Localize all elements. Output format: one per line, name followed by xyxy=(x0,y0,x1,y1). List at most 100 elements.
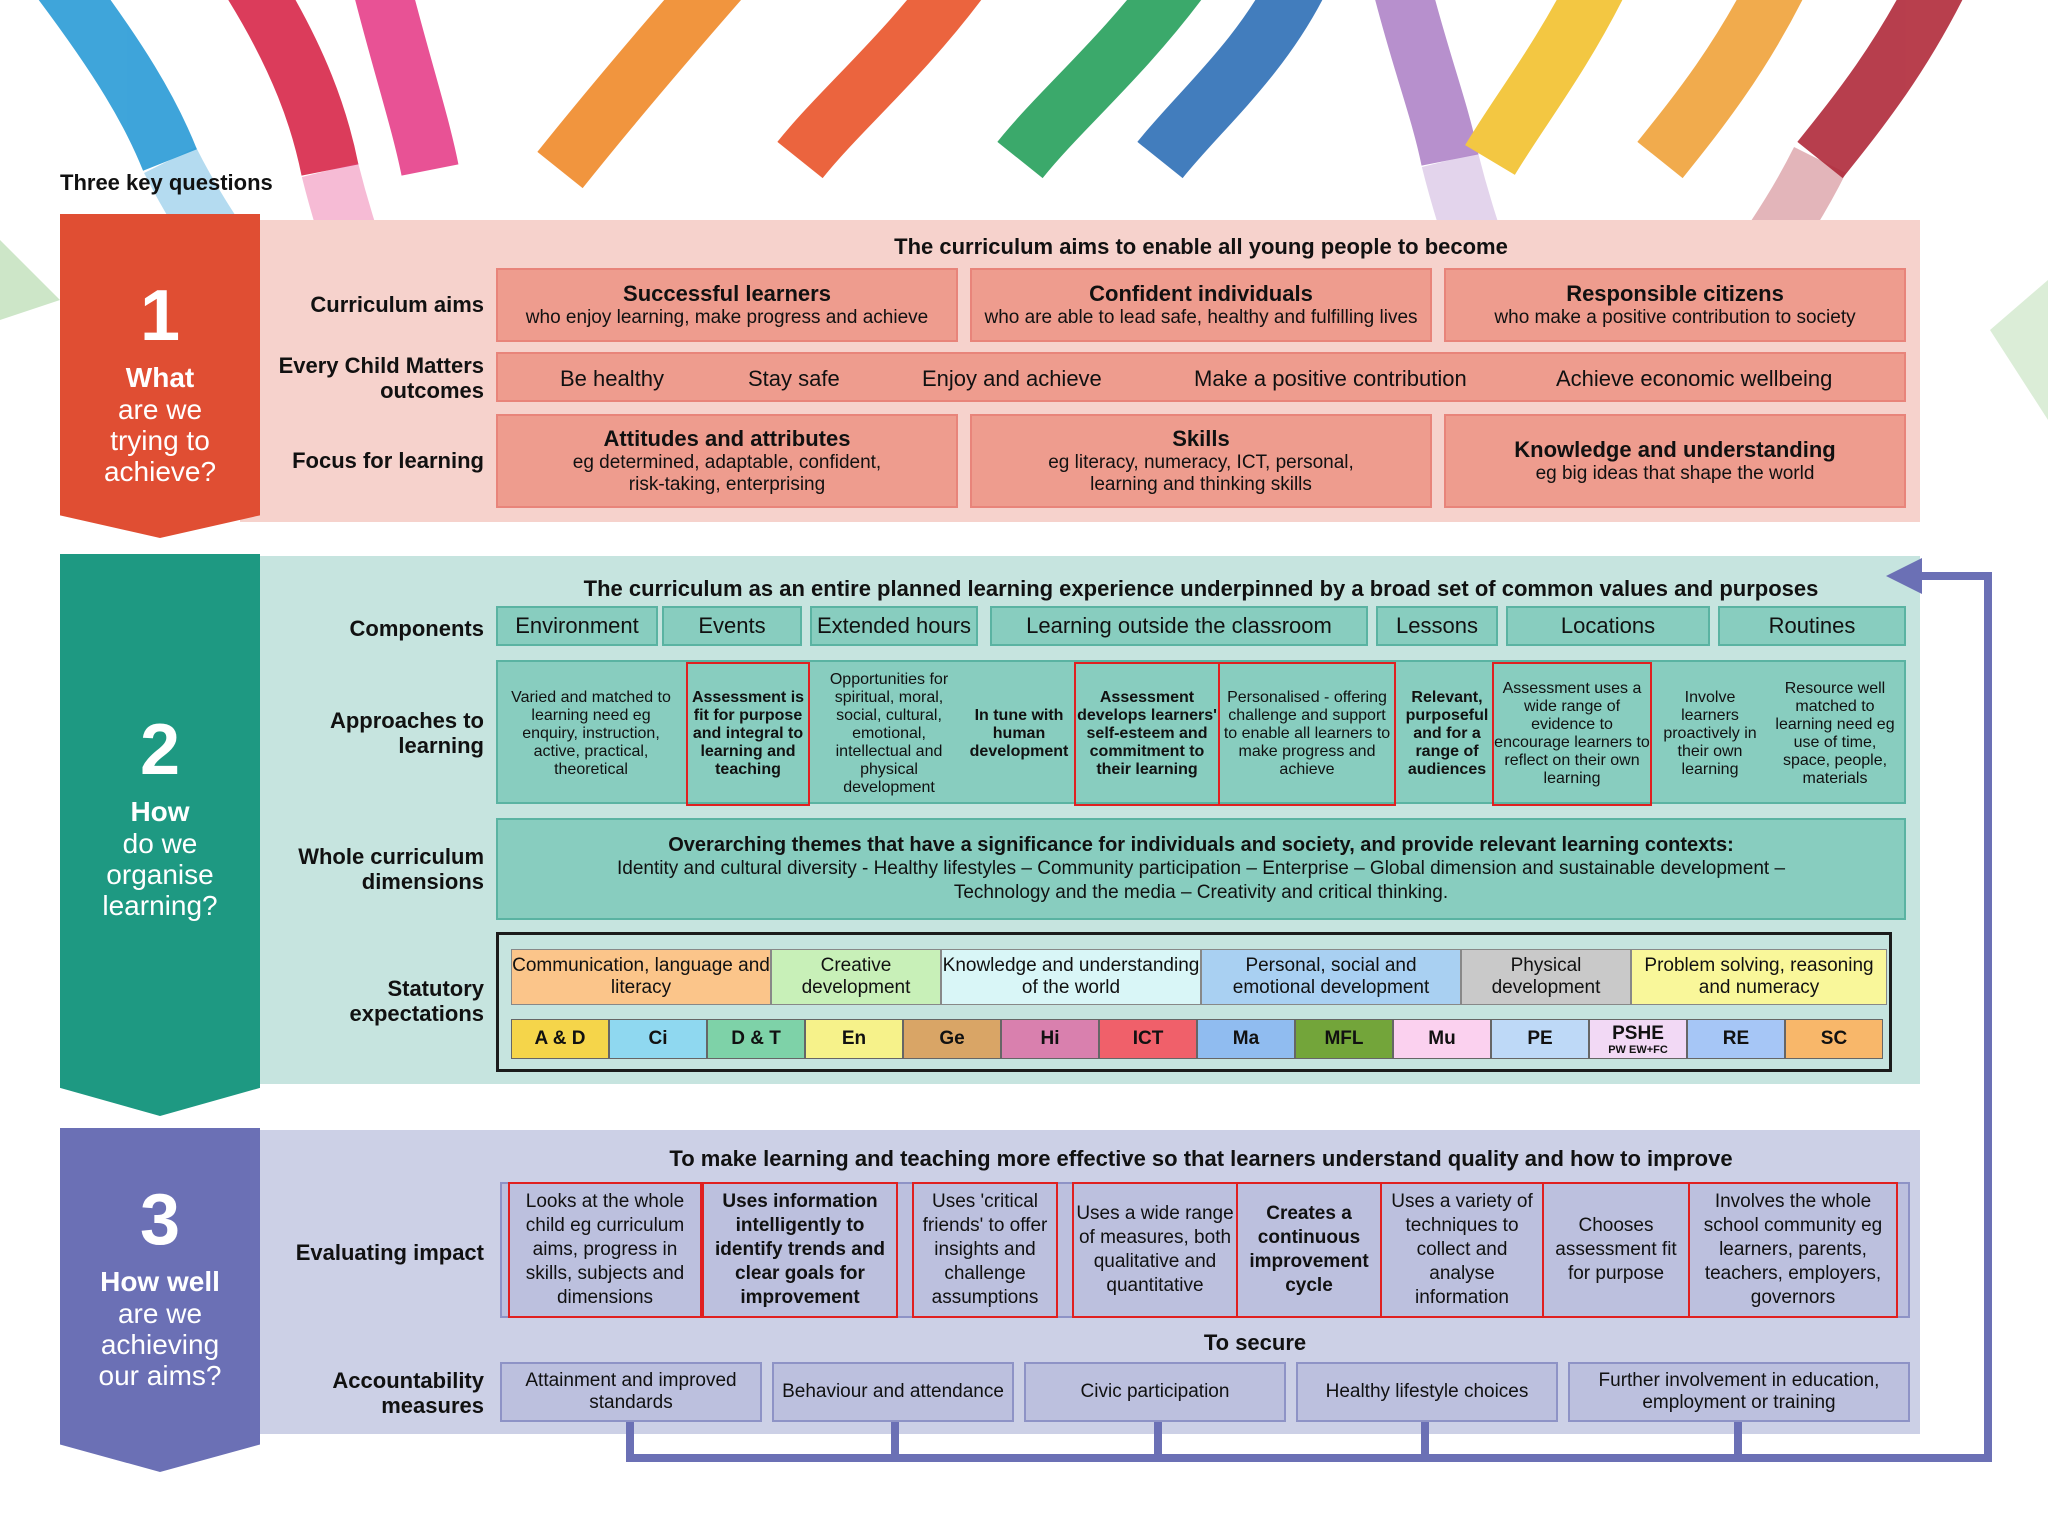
question-text: do we organise learning? xyxy=(102,828,218,921)
area-of-learning: Problem solving, reasoning and numeracy xyxy=(1631,949,1887,1005)
question-1-tab: 1 What are we trying to achieve? xyxy=(60,214,260,538)
area-of-learning: Personal, social and emotional developme… xyxy=(1201,949,1461,1005)
question-2-tab: 2 How do we organise learning? xyxy=(60,554,260,1116)
aim-subtitle: who make a positive contribution to soci… xyxy=(1494,307,1856,328)
accountability-box: Civic participation xyxy=(1024,1362,1286,1422)
question-keyword: How xyxy=(130,796,190,827)
aim-subtitle: who enjoy learning, make progress and ac… xyxy=(525,307,929,328)
section-1-heading: The curriculum aims to enable all young … xyxy=(894,234,1508,259)
dimensions-box: Overarching themes that have a significa… xyxy=(496,818,1906,920)
focus-subtitle: eg determined, adaptable, confident, ris… xyxy=(572,452,882,495)
approach-item: Assessment uses a wide range of evidence… xyxy=(1492,662,1652,806)
subject-cell: Ci xyxy=(609,1019,707,1059)
dimensions-title: Overarching themes that have a significa… xyxy=(668,833,1734,856)
label-approaches: Approaches to learning xyxy=(329,708,484,758)
approach-item: Resource well matched to learning need e… xyxy=(1775,680,1895,787)
label-ecm-outcomes: Every Child Matters outcomes xyxy=(278,353,484,403)
label-dimensions: Whole curriculum dimensions xyxy=(298,844,484,894)
focus-subtitle: eg literacy, numeracy, ICT, personal, le… xyxy=(1048,452,1354,495)
evaluation-item: Chooses assessment fit for purpose xyxy=(1542,1182,1690,1318)
component-box: Locations xyxy=(1506,606,1710,646)
aim-box: Confident individuals who are able to le… xyxy=(970,268,1432,342)
question-text: are we achieving our aims? xyxy=(98,1298,222,1391)
subject-cell: Ma xyxy=(1197,1019,1295,1059)
component-box: Lessons xyxy=(1376,606,1498,646)
focus-box: Knowledge and understanding eg big ideas… xyxy=(1444,414,1906,508)
evaluation-item: Looks at the whole child eg curriculum a… xyxy=(508,1182,702,1318)
focus-subtitle: eg big ideas that shape the world xyxy=(1535,463,1815,484)
focus-title: Knowledge and understanding xyxy=(1514,437,1836,462)
focus-title: Attitudes and attributes xyxy=(603,426,851,451)
section-2-heading: The curriculum as an entire planned lear… xyxy=(583,576,1819,601)
accountability-box: Attainment and improved standards xyxy=(500,1362,762,1422)
ecm-outcomes-bar: Be healthy Stay safe Enjoy and achieve M… xyxy=(496,352,1906,402)
question-number: 2 xyxy=(139,710,181,790)
evaluation-item: Uses 'critical friends' to offer insight… xyxy=(912,1182,1058,1318)
aim-title: Responsible citizens xyxy=(1566,281,1784,306)
area-of-learning: Knowledge and understanding of the world xyxy=(941,949,1201,1005)
area-of-learning: Communication, language and literacy xyxy=(511,949,771,1005)
section-3-heading: To make learning and teaching more effec… xyxy=(669,1146,1733,1171)
label-evaluating-impact: Evaluating impact xyxy=(295,1240,484,1265)
focus-box: Attitudes and attributes eg determined, … xyxy=(496,414,958,508)
subject-label: PSHE xyxy=(1612,1022,1664,1044)
aim-box: Responsible citizens who make a positive… xyxy=(1444,268,1906,342)
subject-cell: MFL xyxy=(1295,1019,1393,1059)
approaches-row: Varied and matched to learning need eg e… xyxy=(496,660,1906,806)
dimensions-line: Identity and cultural diversity - Health… xyxy=(616,857,1786,879)
subject-cell: SC xyxy=(1785,1019,1883,1059)
approach-item: Assessment develops learners' self-estee… xyxy=(1074,662,1220,806)
approach-item: Involve learners proactively in their ow… xyxy=(1663,689,1757,778)
statutory-expectations: Communication, language and literacy Cre… xyxy=(496,932,1892,1072)
approach-item: Relevant, purposeful and for a range of … xyxy=(1405,689,1489,778)
label-statutory: Statutory expectations xyxy=(349,976,485,1026)
question-number: 3 xyxy=(139,1180,181,1260)
label-curriculum-aims: Curriculum aims xyxy=(310,292,484,317)
aim-box: Successful learners who enjoy learning, … xyxy=(496,268,958,342)
to-secure-label: To secure xyxy=(1203,1330,1307,1355)
component-box: Routines xyxy=(1718,606,1906,646)
aim-subtitle: who are able to lead safe, healthy and f… xyxy=(984,307,1418,328)
ecm-outcome: Enjoy and achieve xyxy=(922,366,1102,391)
label-components: Components xyxy=(349,616,484,641)
accountability-box: Behaviour and attendance xyxy=(772,1362,1014,1422)
label-accountability: Accountability measures xyxy=(332,1368,484,1418)
approach-item: Assessment is fit for purpose and integr… xyxy=(686,662,810,806)
area-of-learning: Creative development xyxy=(771,949,941,1005)
subject-cell: PE xyxy=(1491,1019,1589,1059)
label-focus-for-learning: Focus for learning xyxy=(292,448,484,473)
subject-sublabel: PW EW+FC xyxy=(1608,1043,1668,1056)
ecm-outcome: Stay safe xyxy=(748,366,840,391)
approach-item: Personalised - offering challenge and su… xyxy=(1218,662,1396,806)
approach-item: Opportunities for spiritual, moral, soci… xyxy=(829,671,949,796)
subject-cell: Ge xyxy=(903,1019,1001,1059)
evaluation-item: Involves the whole school community eg l… xyxy=(1688,1182,1898,1318)
subject-cell: D & T xyxy=(707,1019,805,1059)
subject-cell: A & D xyxy=(511,1019,609,1059)
focus-title: Skills xyxy=(1172,426,1230,451)
evaluation-item: Creates a continuous improvement cycle xyxy=(1236,1182,1382,1318)
accountability-box: Healthy lifestyle choices xyxy=(1296,1362,1558,1422)
component-box: Environment xyxy=(496,606,658,646)
evaluating-impact-row: Looks at the whole child eg curriculum a… xyxy=(500,1182,1910,1318)
component-box: Extended hours xyxy=(810,606,978,646)
subject-cell: ICT xyxy=(1099,1019,1197,1059)
dimensions-line: Technology and the media – Creativity an… xyxy=(953,881,1449,903)
subject-cell: Mu xyxy=(1393,1019,1491,1059)
component-box: Learning outside the classroom xyxy=(990,606,1368,646)
evaluation-item: Uses information intelligently to identi… xyxy=(702,1182,898,1318)
approach-item: Varied and matched to learning need eg e… xyxy=(511,689,671,778)
question-3-tab: 3 How well are we achieving our aims? xyxy=(60,1128,260,1472)
accountability-box: Further involvement in education, employ… xyxy=(1568,1362,1910,1422)
component-box: Events xyxy=(662,606,802,646)
aim-title: Successful learners xyxy=(623,281,831,306)
question-keyword: What xyxy=(125,362,195,393)
subject-cell: RE xyxy=(1687,1019,1785,1059)
subject-cell-pshe: PSHE PW EW+FC xyxy=(1589,1019,1687,1059)
area-of-learning: Physical development xyxy=(1461,949,1631,1005)
aim-title: Confident individuals xyxy=(1089,281,1313,306)
ecm-outcome: Achieve economic wellbeing xyxy=(1556,366,1833,391)
subject-cell: Hi xyxy=(1001,1019,1099,1059)
ecm-outcome: Make a positive contribution xyxy=(1194,366,1467,391)
evaluation-item: Uses a wide range of measures, both qual… xyxy=(1072,1182,1238,1318)
